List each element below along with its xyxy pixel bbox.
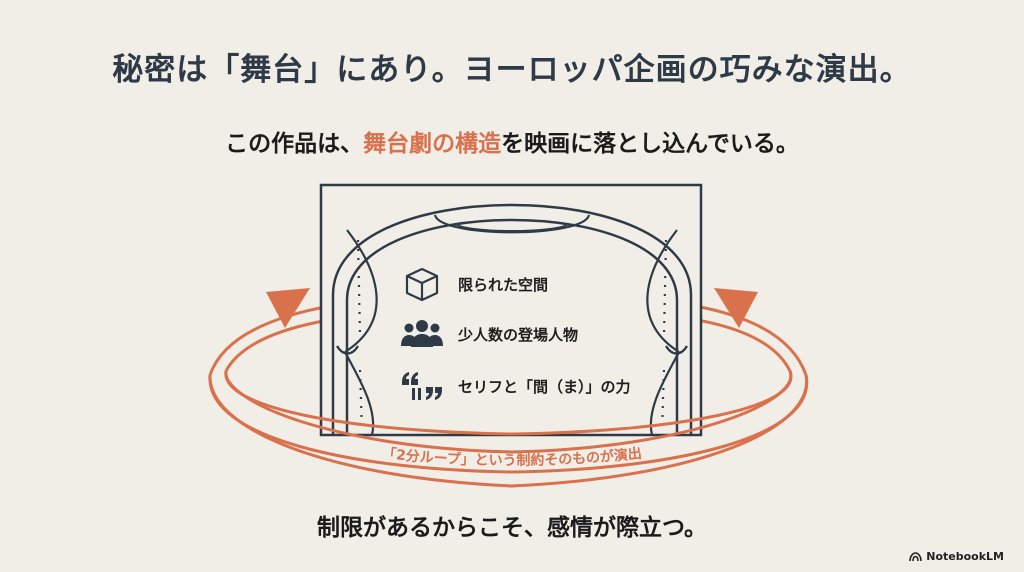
- feature-limited-space: 限られた空間: [400, 266, 548, 302]
- stage-frame: [319, 183, 703, 437]
- brand-watermark: NotebookLM: [909, 550, 1004, 563]
- stage-valance: [433, 214, 591, 234]
- subtitle-after: を映画に落とし込んでいる。: [501, 131, 799, 157]
- brand-label: NotebookLM: [926, 550, 1004, 563]
- loop-arrow-right: [714, 288, 758, 328]
- conclusion-text: 制限があるからこそ、感情が際立つ。: [316, 515, 708, 541]
- loop-arrow-left: [266, 288, 310, 328]
- feature-small-cast: 少人数の登場人物: [400, 316, 578, 352]
- feature-dialogue-pause: セリフと「間（ま）」の力: [400, 368, 631, 404]
- cube-icon: [400, 266, 444, 302]
- notebooklm-logo-icon: [909, 551, 923, 562]
- people-group-icon: [400, 316, 444, 352]
- page-title: 秘密は「舞台」にあり。ヨーロッパ企画の巧みな演出。: [112, 52, 912, 88]
- subtitle-highlight: 舞台劇の構造: [363, 131, 502, 157]
- dialogue-pause-icon: [400, 368, 444, 404]
- feature-label: セリフと「間（ま）」の力: [458, 377, 631, 396]
- loop-ring-front: [208, 370, 809, 488]
- loop-label: 「2分ループ」という制約そのものが演出: [381, 445, 642, 469]
- feature-label: 少人数の登場人物: [458, 325, 579, 344]
- stage-arch: [331, 203, 693, 435]
- subtitle: この作品は、舞台劇の構造を映画に落とし込んでいる。: [0, 124, 1024, 158]
- subtitle-before: この作品は、: [225, 131, 364, 157]
- feature-label: 限られた空間: [458, 275, 549, 294]
